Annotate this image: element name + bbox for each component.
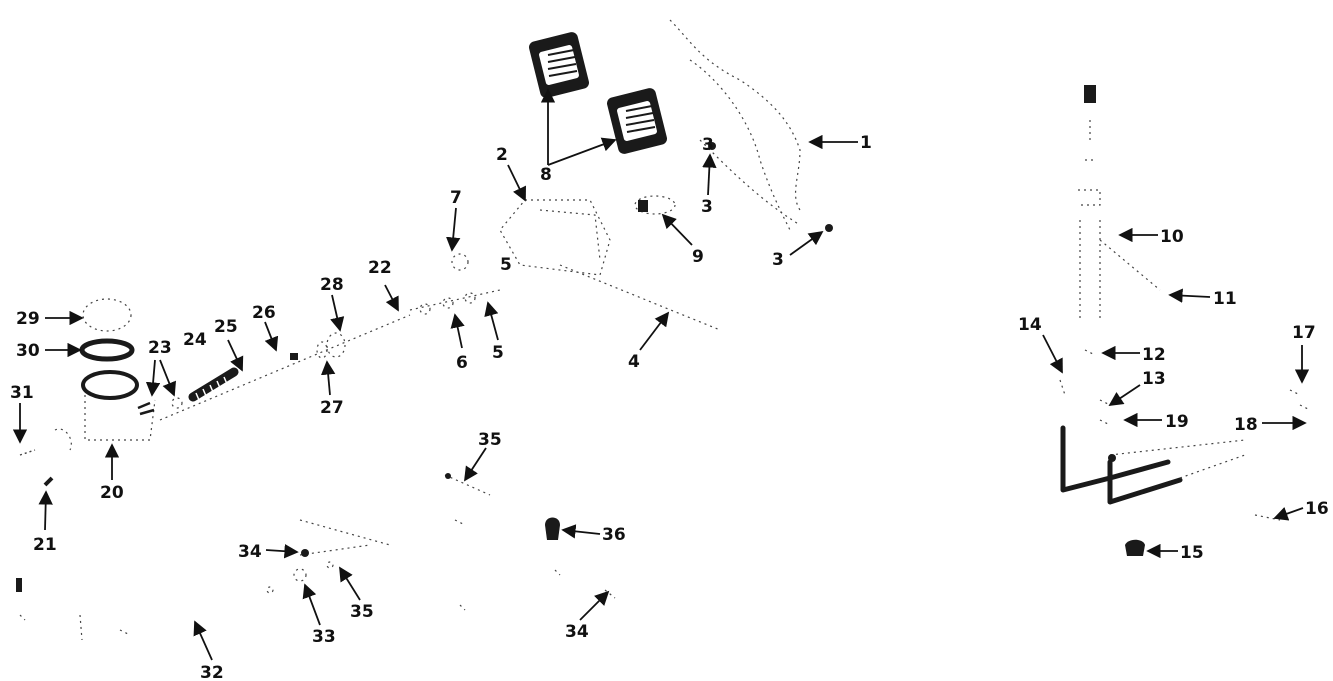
callout-14: 14: [1018, 315, 1042, 335]
callout-labels: 1 2 3 3 3 4 5 5 6 7 8 9 10 11 12 13 14 1…: [10, 133, 1329, 681]
callout-21: 21: [33, 535, 57, 555]
callout-29: 29: [16, 309, 40, 329]
callout-15: 15: [1180, 543, 1204, 563]
pedal-pad-lower: [607, 88, 667, 154]
callout-24: 24: [183, 330, 207, 350]
callout-7: 7: [450, 188, 462, 208]
callout-3: 3: [701, 197, 713, 217]
callout-30: 30: [16, 341, 40, 361]
callout-31: 31: [10, 383, 34, 403]
callout-13: 13: [1142, 369, 1166, 389]
callout-25: 25: [214, 317, 238, 337]
pedal-pad-upper: [529, 32, 589, 98]
master-cylinder-assembly: [16, 298, 411, 641]
pedal-assembly: [409, 19, 833, 331]
callout-8: 8: [540, 165, 552, 185]
callout-3: 3: [702, 135, 714, 155]
callout-19: 19: [1165, 412, 1189, 432]
callout-1: 1: [860, 133, 872, 153]
callout-5: 5: [500, 255, 512, 275]
lower-small-parts: [266, 473, 616, 611]
callout-6: 6: [456, 353, 468, 373]
callout-35: 35: [478, 430, 502, 450]
callout-35: 35: [350, 602, 374, 622]
callout-26: 26: [252, 303, 276, 323]
callout-34: 34: [238, 542, 262, 562]
callout-17: 17: [1292, 323, 1316, 343]
callout-3: 3: [772, 250, 784, 270]
callout-18: 18: [1234, 415, 1258, 435]
callout-10: 10: [1160, 227, 1184, 247]
callout-32: 32: [200, 663, 224, 681]
callout-2: 2: [496, 145, 508, 165]
callout-leaders: [12, 88, 1310, 661]
callout-33: 33: [312, 627, 336, 647]
callout-9: 9: [692, 247, 704, 267]
callout-5: 5: [492, 343, 504, 363]
callout-4: 4: [628, 352, 640, 372]
callout-28: 28: [320, 275, 344, 295]
brake-line-assembly: [1059, 85, 1311, 556]
callout-16: 16: [1305, 499, 1329, 519]
callout-20: 20: [100, 483, 124, 503]
callout-23: 23: [148, 338, 172, 358]
callout-36: 36: [602, 525, 626, 545]
callout-11: 11: [1213, 289, 1237, 309]
callout-12: 12: [1142, 345, 1166, 365]
callout-27: 27: [320, 398, 344, 418]
callout-34: 34: [565, 622, 589, 642]
callout-22: 22: [368, 258, 392, 278]
